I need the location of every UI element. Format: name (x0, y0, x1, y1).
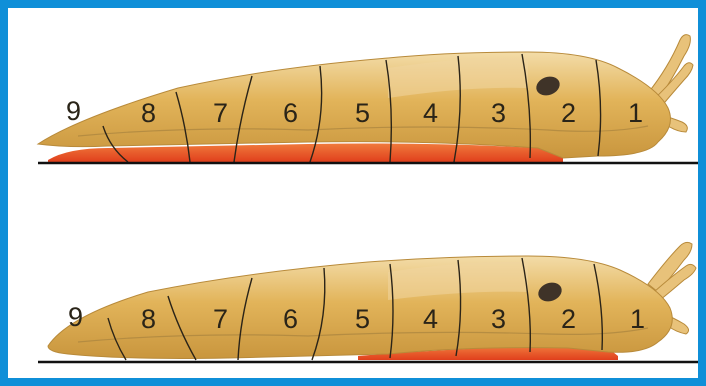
segment-number-8: 8 (141, 304, 156, 334)
segment-number-8: 8 (141, 98, 156, 128)
segment-number-7: 7 (213, 304, 228, 334)
slug-illustration-top: 9 8 7 6 5 4 3 2 1 (8, 8, 698, 188)
segment-number-9: 9 (68, 302, 83, 332)
segment-number-6: 6 (283, 304, 298, 334)
segment-number-4: 4 (423, 304, 438, 334)
segment-number-6: 6 (283, 98, 298, 128)
slug-illustration-bottom: 9 8 7 6 5 4 3 2 1 (8, 196, 698, 376)
illustration-frame: 9 8 7 6 5 4 3 2 1 (8, 8, 698, 378)
segment-number-5: 5 (355, 304, 370, 334)
segment-number-9: 9 (66, 96, 81, 126)
segment-number-2: 2 (561, 98, 576, 128)
slug-panel-bottom: 9 8 7 6 5 4 3 2 1 (8, 196, 698, 376)
segment-number-1: 1 (630, 304, 645, 334)
segment-number-2: 2 (561, 304, 576, 334)
slug-panel-top: 9 8 7 6 5 4 3 2 1 (8, 8, 698, 188)
segment-number-3: 3 (491, 98, 506, 128)
segment-number-7: 7 (213, 98, 228, 128)
segment-number-3: 3 (491, 304, 506, 334)
segment-number-4: 4 (423, 98, 438, 128)
segment-number-1: 1 (628, 98, 643, 128)
segment-number-5: 5 (355, 98, 370, 128)
